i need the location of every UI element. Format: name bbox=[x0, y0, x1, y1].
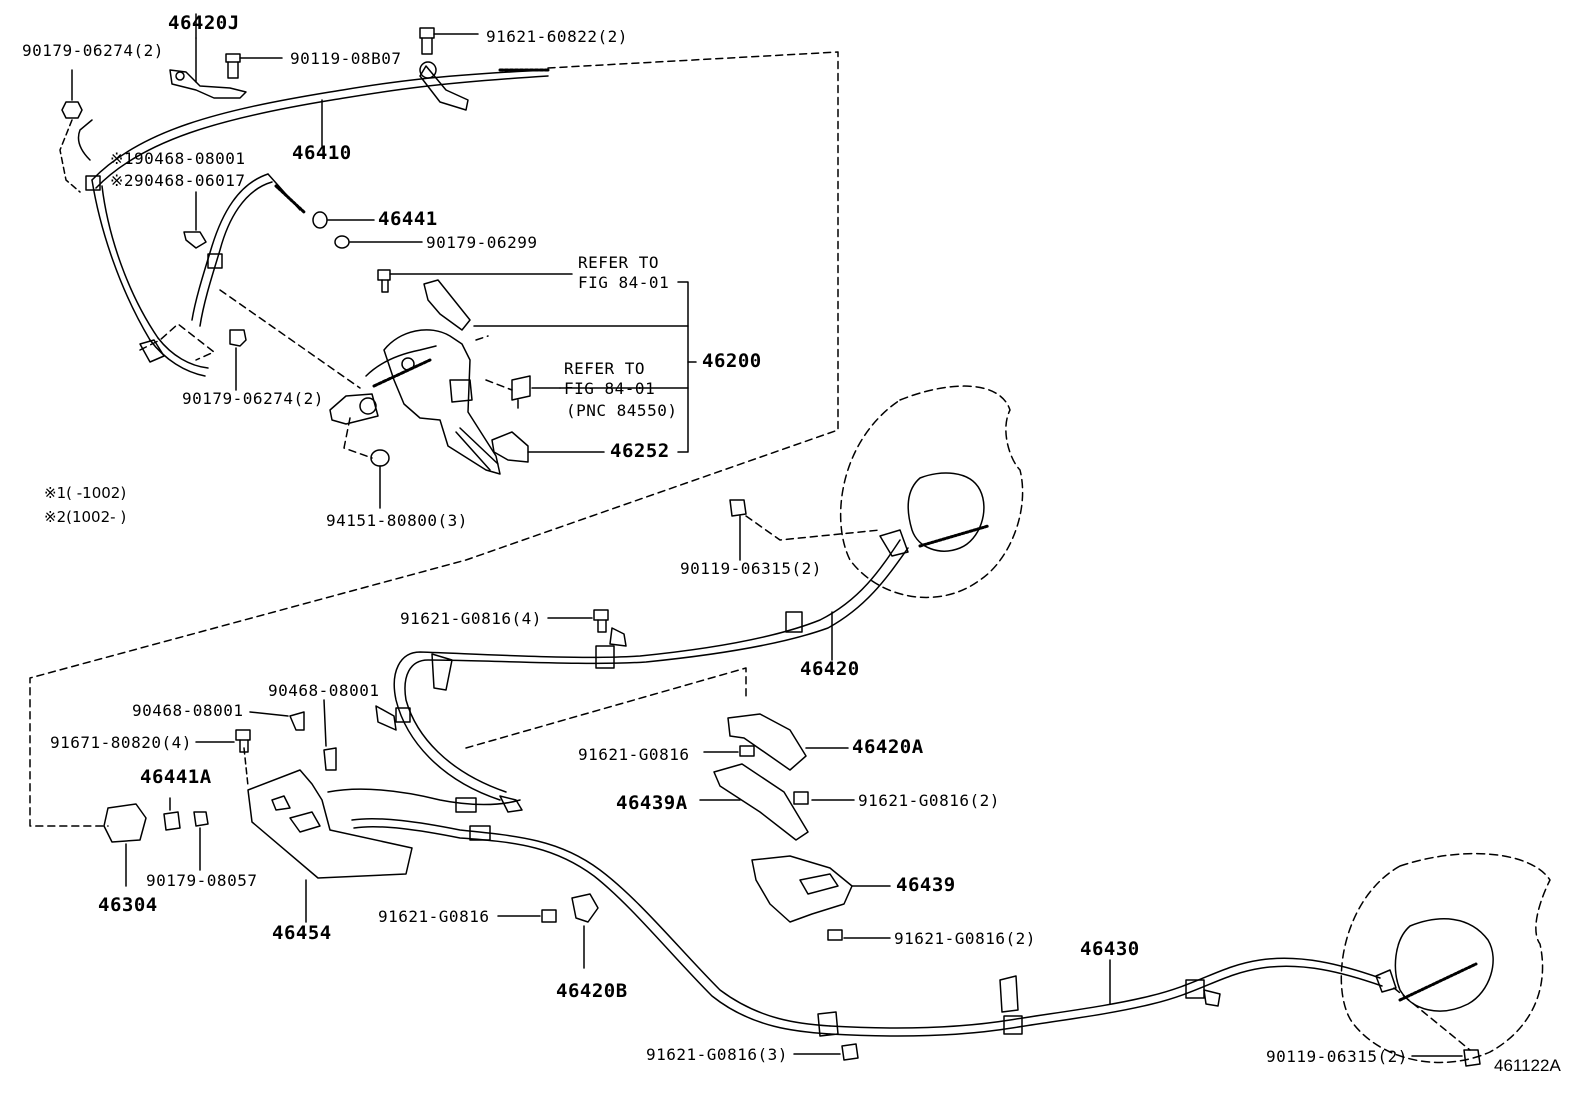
clip-90468-08001-b bbox=[323, 699, 337, 771]
label-91621-G0816-2a: 91621-G0816(2) bbox=[858, 791, 1000, 810]
bracket-46304 bbox=[103, 803, 147, 887]
cable-46430 bbox=[817, 957, 1383, 1037]
bolt-91621-G0816-3 bbox=[793, 1043, 859, 1061]
label-46441A: 46441A bbox=[140, 766, 212, 788]
bracket-46200-lines bbox=[475, 281, 697, 453]
label-46441: 46441 bbox=[378, 208, 438, 230]
bracket-46420A bbox=[727, 713, 849, 771]
label-46420B: 46420B bbox=[556, 980, 628, 1002]
note-1: ※1( -1002) bbox=[44, 484, 127, 502]
bolt-91621-G0816-4 bbox=[547, 609, 627, 647]
label-90468-08001-s1: ※190468-08001 bbox=[110, 149, 246, 168]
dashed-frame-upper bbox=[29, 51, 839, 827]
label-90468-08001-a: 90468-08001 bbox=[132, 701, 244, 720]
label-46420A: 46420A bbox=[852, 736, 924, 758]
plate-46454 bbox=[243, 747, 413, 923]
cover-46439 bbox=[751, 855, 891, 923]
label-refer2-a: REFER TO bbox=[564, 359, 646, 378]
dashed-frame-lower bbox=[465, 667, 747, 749]
figure-id: 461122A bbox=[1494, 1056, 1561, 1075]
front-cable-46410 bbox=[77, 61, 550, 377]
bushing-46441A bbox=[163, 797, 181, 831]
clip-90468 bbox=[183, 191, 207, 249]
label-90179-06274-mid: 90179-06274(2) bbox=[182, 389, 324, 408]
equalizer-rod bbox=[191, 173, 306, 327]
label-46304: 46304 bbox=[98, 894, 158, 916]
label-91621-60822: 91621-60822(2) bbox=[486, 27, 628, 46]
label-90119-08B07: 90119-08B07 bbox=[290, 49, 402, 68]
label-90179-08057: 90179-08057 bbox=[146, 871, 258, 890]
cable-46420 bbox=[375, 529, 909, 813]
bracket-46439A bbox=[699, 763, 809, 841]
label-90468-06017-s2: ※290468-06017 bbox=[110, 171, 246, 190]
nut-90179-06299 bbox=[334, 235, 423, 249]
label-94151-80800: 94151-80800(3) bbox=[326, 511, 468, 530]
label-refer1-b: FIG 84-01 bbox=[578, 273, 670, 292]
label-90179-06299: 90179-06299 bbox=[426, 233, 538, 252]
bolt-91671-80820 bbox=[195, 729, 251, 753]
label-46454: 46454 bbox=[272, 922, 332, 944]
clip-46420B bbox=[571, 893, 599, 969]
clip-90468-08001-a bbox=[249, 711, 305, 731]
parking-brake-assembly-46200 bbox=[329, 279, 689, 475]
bolt-91621-G0816-2b bbox=[827, 929, 891, 941]
label-refer2-c: (PNC 84550) bbox=[566, 401, 678, 420]
label-46430: 46430 bbox=[1080, 938, 1140, 960]
nut-90179-08057 bbox=[193, 811, 209, 871]
switch-84550 bbox=[485, 375, 561, 409]
nut-90179-06274-mid bbox=[139, 289, 361, 391]
label-91621-G0816-single1: 91621-G0816 bbox=[578, 745, 690, 764]
nut-90179-06274-top bbox=[59, 69, 83, 193]
label-91621-G0816-single2: 91621-G0816 bbox=[378, 907, 490, 926]
bolt-90119-06315-lower bbox=[1393, 987, 1481, 1067]
label-90119-06315-lower: 90119-06315(2) bbox=[1266, 1047, 1408, 1066]
label-91671-80820: 91671-80820(4) bbox=[50, 733, 192, 752]
bolt-91621-60822 bbox=[419, 27, 479, 55]
note-2: ※2(1002- ) bbox=[44, 508, 127, 526]
bracket-46252 bbox=[491, 431, 605, 463]
label-90468-08001-b: 90468-08001 bbox=[268, 681, 380, 700]
brake-drum-left-lower bbox=[1340, 852, 1551, 1064]
bolt-refer-fig-84-01 bbox=[377, 269, 573, 293]
bracket-46420J bbox=[169, 37, 247, 99]
label-46200: 46200 bbox=[702, 350, 762, 372]
label-46439: 46439 bbox=[896, 874, 956, 896]
label-90119-06315-upper: 90119-06315(2) bbox=[680, 559, 822, 578]
rear-cables-left bbox=[327, 788, 831, 1035]
nut-94151-80800 bbox=[343, 417, 390, 509]
label-91621-G0816-2b: 91621-G0816(2) bbox=[894, 929, 1036, 948]
label-46420: 46420 bbox=[800, 658, 860, 680]
label-91621-G0816-4: 91621-G0816(4) bbox=[400, 609, 542, 628]
label-refer1-a: REFER TO bbox=[578, 253, 660, 272]
label-91621-G0816-3: 91621-G0816(3) bbox=[646, 1045, 788, 1064]
lower-clamp bbox=[139, 339, 165, 363]
label-46252: 46252 bbox=[610, 440, 670, 462]
label-46439A: 46439A bbox=[616, 792, 688, 814]
brake-drum-right-upper bbox=[839, 385, 1024, 599]
bolt-91621-G0816-a bbox=[703, 745, 755, 757]
label-refer2-b: FIG 84-01 bbox=[564, 379, 656, 398]
label-46410: 46410 bbox=[292, 142, 352, 164]
bolt-91621-G0816-2a bbox=[793, 791, 855, 805]
bolt-91621-G0816-single2 bbox=[497, 909, 557, 923]
washer-46441 bbox=[312, 211, 375, 229]
bolt-90119-06315-upper bbox=[729, 499, 881, 561]
bolt-90119-08B07 bbox=[225, 53, 283, 79]
label-46420J: 46420J bbox=[168, 12, 240, 34]
label-90179-06274-top: 90179-06274(2) bbox=[22, 41, 164, 60]
